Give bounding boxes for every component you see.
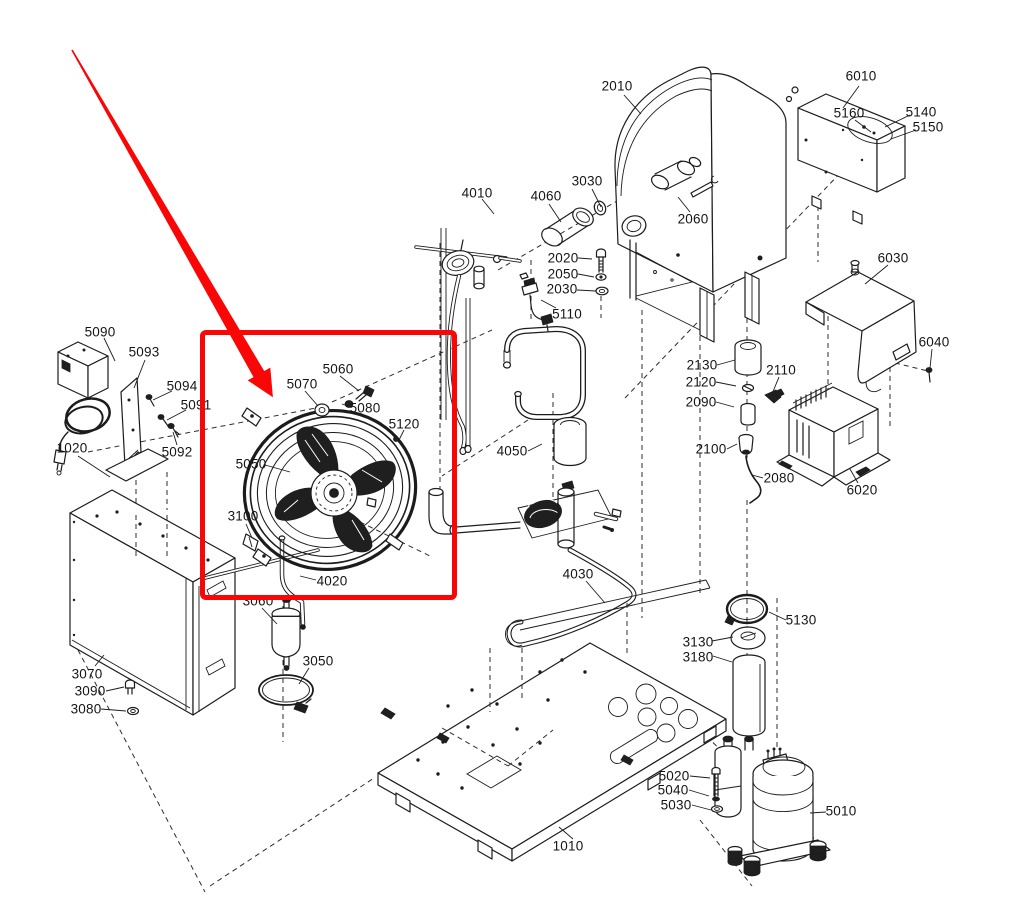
part-label-5160: 5160 bbox=[833, 105, 865, 121]
part-label-5020: 5020 bbox=[658, 768, 690, 784]
part-label-6020: 6020 bbox=[846, 482, 878, 498]
knob bbox=[621, 215, 647, 237]
part-label-5094: 5094 bbox=[166, 378, 198, 394]
part-label-2130: 2130 bbox=[686, 357, 718, 373]
part-label-3130: 3130 bbox=[682, 634, 714, 650]
cover-bracket-6030 bbox=[805, 259, 917, 393]
part-label-1020: 1020 bbox=[56, 440, 88, 456]
compressor-5010 bbox=[727, 747, 831, 877]
condenser-cabinet-3070 bbox=[69, 489, 236, 716]
part-label-5030: 5030 bbox=[660, 797, 692, 813]
standoff-4050 bbox=[553, 416, 587, 467]
base-plate-1010 bbox=[377, 642, 727, 862]
screw-6040 bbox=[925, 367, 933, 383]
part-label-3050: 3050 bbox=[302, 653, 334, 669]
part-label-5060: 5060 bbox=[322, 361, 354, 377]
top-hardware bbox=[541, 175, 719, 296]
part-label-2050: 2050 bbox=[547, 266, 579, 282]
part-label-2020: 2020 bbox=[547, 250, 579, 266]
clamp-ring-3050 bbox=[258, 674, 314, 714]
part-label-5140: 5140 bbox=[905, 104, 937, 120]
clip-3100 bbox=[242, 533, 259, 552]
part-label-5050: 5050 bbox=[235, 456, 267, 472]
part-label-3030: 3030 bbox=[571, 173, 603, 189]
part-label-3180: 3180 bbox=[682, 649, 714, 665]
part-label-5120: 5120 bbox=[388, 416, 420, 432]
part-label-5090: 5090 bbox=[84, 324, 116, 340]
part-label-4010: 4010 bbox=[461, 185, 493, 201]
part-label-4050: 4050 bbox=[496, 443, 528, 459]
part-label-5080: 5080 bbox=[349, 400, 381, 416]
sensor-5110-and-loop-tube bbox=[502, 272, 586, 420]
highlight-rectangle bbox=[200, 330, 457, 600]
construction-lines-over bbox=[135, 515, 628, 767]
part-label-3070: 3070 bbox=[71, 666, 103, 682]
part-label-2090: 2090 bbox=[685, 394, 717, 410]
rubber-mounts bbox=[727, 840, 827, 877]
part-label-5093: 5093 bbox=[128, 344, 160, 360]
filter-drier-3060 bbox=[271, 597, 301, 671]
part-label-2080: 2080 bbox=[763, 470, 795, 486]
compressor-stack bbox=[710, 593, 831, 877]
part-label-5040: 5040 bbox=[657, 782, 689, 798]
transformer-6020 bbox=[776, 382, 891, 487]
part-label-2030: 2030 bbox=[546, 281, 578, 297]
part-label-5092: 5092 bbox=[161, 444, 193, 460]
fan-assembly-5050 bbox=[241, 385, 418, 572]
part-label-4060: 4060 bbox=[530, 188, 562, 204]
manifold-4030 bbox=[428, 480, 711, 648]
part-label-6010: 6010 bbox=[845, 68, 877, 84]
part-label-5010: 5010 bbox=[825, 803, 857, 819]
part-label-3100: 3100 bbox=[227, 508, 259, 524]
power-inlet-plug bbox=[650, 156, 702, 191]
part-label-3080: 3080 bbox=[70, 701, 102, 717]
part-label-5110: 5110 bbox=[552, 306, 582, 322]
part-label-5130: 5130 bbox=[785, 612, 817, 628]
part-label-4020: 4020 bbox=[316, 573, 348, 589]
cabinet-hardware bbox=[124, 679, 140, 716]
construction-lines bbox=[77, 143, 929, 893]
tube-assembly-4010 bbox=[414, 228, 522, 456]
control-box-6010 bbox=[785, 86, 906, 225]
part-label-3090: 3090 bbox=[74, 683, 106, 699]
part-label-5150: 5150 bbox=[912, 119, 944, 135]
mount-bolt-set bbox=[710, 766, 724, 813]
housing-cover-2010 bbox=[614, 66, 787, 343]
part-label-2100: 2100 bbox=[695, 441, 727, 457]
fitting-chain bbox=[734, 339, 785, 504]
wire-2080 bbox=[745, 455, 762, 504]
part-label-2010: 2010 bbox=[601, 78, 633, 94]
part-label-2060: 2060 bbox=[677, 211, 709, 227]
part-label-1010: 1010 bbox=[552, 838, 584, 854]
part-label-5070: 5070 bbox=[286, 376, 318, 392]
part-label-2120: 2120 bbox=[685, 374, 717, 390]
part-label-6040: 6040 bbox=[918, 334, 950, 350]
part-label-6030: 6030 bbox=[877, 250, 909, 266]
part-label-4030: 4030 bbox=[562, 566, 594, 582]
part-label-2110: 2110 bbox=[766, 362, 796, 378]
label-plate-1020 bbox=[105, 448, 169, 482]
